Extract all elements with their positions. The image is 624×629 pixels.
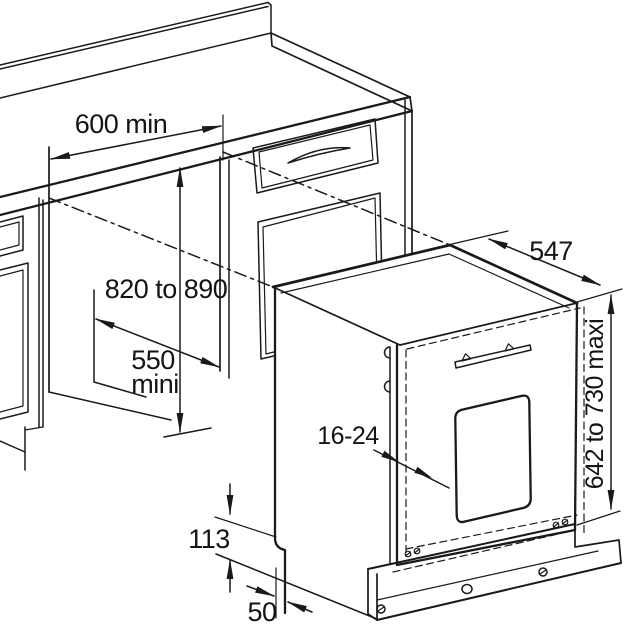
dim-label-plinth-recess: 50 — [247, 597, 276, 627]
backsplash — [0, 1, 272, 99]
bracket-screw — [538, 567, 548, 577]
dim-label-niche-height: 820 to 890 — [105, 274, 228, 304]
dim-plinth-height: 113 — [188, 483, 378, 620]
projection-lines — [48, 151, 451, 288]
hinge-icon — [383, 346, 391, 359]
worktop — [0, 32, 414, 217]
dim-label-niche-depth-suffix: mini — [131, 369, 179, 399]
dim-niche-width: 600 min — [50, 109, 224, 161]
furniture-panel-outline — [392, 306, 585, 573]
bracket-hole — [461, 583, 473, 595]
dim-niche-depth: 550 mini — [95, 318, 220, 399]
dim-panel-thickness: 16-24 — [317, 422, 450, 489]
door-bottom-edge — [395, 528, 577, 567]
dim-label-appliance-height: 642 to 730 maxi — [581, 319, 609, 489]
left-cabinet — [0, 197, 44, 471]
drawer-handle — [287, 146, 351, 164]
dim-label-niche-width: 600 min — [75, 109, 168, 139]
plinth-bracket — [367, 523, 622, 621]
dim-label-top-depth: 547 — [529, 236, 573, 266]
dim-plinth-recess: 50 — [246, 567, 313, 627]
dim-niche-height: 820 to 890 — [105, 167, 228, 433]
dim-label-niche-depth: 550 — [131, 345, 175, 375]
door-handle — [454, 343, 532, 369]
dim-top-depth: 547 — [451, 230, 623, 303]
door-right-edge — [573, 301, 579, 532]
dim-label-plinth-height: 113 — [188, 524, 230, 554]
hinge-icon — [383, 380, 391, 393]
door-inner-panel — [454, 394, 532, 524]
bracket-screw — [376, 604, 386, 614]
top-edge-left — [271, 243, 452, 289]
dishwasher — [48, 151, 622, 621]
dim-label-panel-thickness: 16-24 — [317, 422, 379, 450]
side-panel-edge — [273, 287, 287, 615]
dim-appliance-height: 642 to 730 maxi — [576, 294, 621, 526]
door-screws — [404, 518, 569, 558]
niche-opening — [48, 146, 230, 438]
